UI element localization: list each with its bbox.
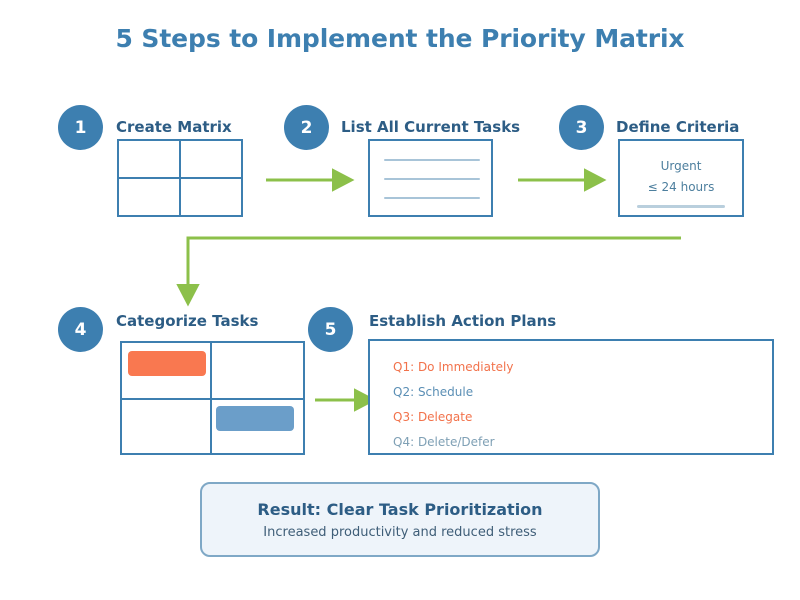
task-line-3: [384, 197, 480, 199]
result-banner: Result: Clear Task Prioritization Increa…: [200, 482, 600, 557]
task-line-2: [384, 178, 480, 180]
step-heading-4: Categorize Tasks: [116, 312, 259, 330]
step-circle-4[interactable]: 4: [58, 307, 103, 352]
define-criteria-box: Urgent ≤ 24 hours: [618, 139, 744, 217]
task-list-box: [368, 139, 493, 217]
categorize-horizontal-divider: [122, 398, 303, 400]
criteria-line-2: ≤ 24 hours: [647, 180, 715, 194]
page-title: 5 Steps to Implement the Priority Matrix: [115, 24, 685, 53]
step-number-1: 1: [74, 117, 87, 138]
step-number-5: 5: [324, 319, 337, 340]
step-circle-2[interactable]: 2: [284, 105, 329, 150]
matrix-horizontal-divider: [119, 177, 241, 179]
result-title: Result: Clear Task Prioritization: [257, 499, 543, 519]
step-number-4: 4: [74, 319, 87, 340]
step-circle-3[interactable]: 3: [559, 105, 604, 150]
arrow-step3-to-step4: [176, 236, 681, 307]
action-plan-q1: Q1: Do Immediately: [393, 360, 514, 374]
task-chip-low-priority[interactable]: [216, 406, 294, 431]
step-heading-2: List All Current Tasks: [341, 118, 521, 136]
action-plan-q4: Q4: Delete/Defer: [393, 435, 495, 449]
step-circle-5[interactable]: 5: [308, 307, 353, 352]
action-plans-box: Q1: Do Immediately Q2: Schedule Q3: Dele…: [368, 339, 774, 455]
action-plan-q2: Q2: Schedule: [393, 385, 474, 399]
action-plan-q3: Q3: Delegate: [393, 410, 473, 424]
task-chip-urgent-important[interactable]: [128, 351, 206, 376]
result-subtitle: Increased productivity and reduced stres…: [263, 524, 537, 540]
step-circle-1[interactable]: 1: [58, 105, 103, 150]
step-number-3: 3: [575, 117, 588, 138]
criteria-line-1: Urgent: [660, 159, 702, 173]
step-number-2: 2: [300, 117, 313, 138]
criteria-underline: [637, 205, 725, 208]
step-heading-5: Establish Action Plans: [369, 312, 557, 330]
step-heading-3: Define Criteria: [616, 118, 740, 136]
create-matrix-grid: [117, 139, 243, 217]
step-heading-1: Create Matrix: [116, 118, 232, 136]
categorize-matrix-grid: [120, 341, 305, 455]
task-line-1: [384, 159, 480, 161]
